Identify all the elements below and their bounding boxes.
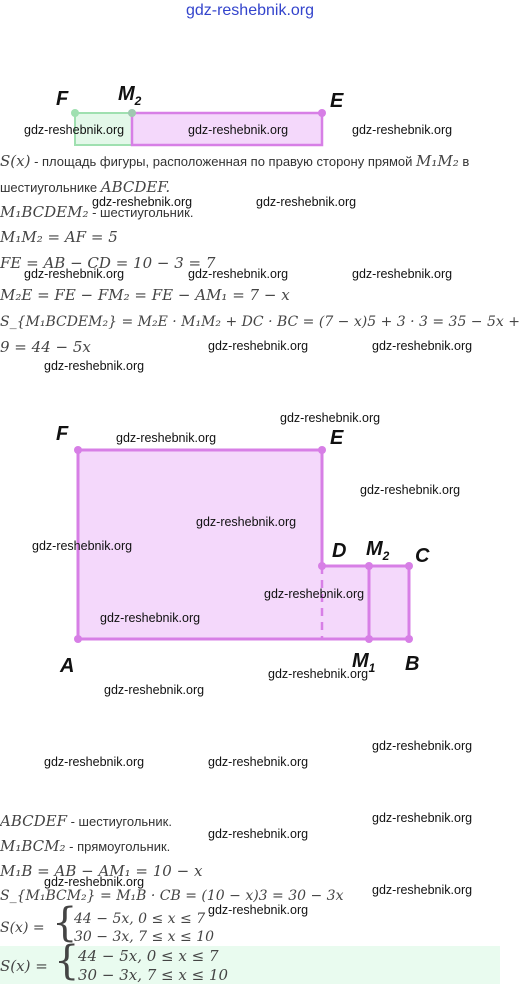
label-m2-1: M2 <box>118 83 142 108</box>
figure-1-green-rect <box>74 112 133 146</box>
label-c: C <box>415 545 430 567</box>
watermark: gdz-reshebnik.org <box>104 683 205 697</box>
text2-line4: S_{M₁BCM₂} = M₁B · CB = (10 − x)3 = 30 −… <box>0 888 344 904</box>
watermark: gdz-reshebnik.org <box>264 587 365 601</box>
point-e2 <box>318 446 326 454</box>
piecewise-2-highlight: S(x) = { 44 − 5x, 0 ≤ x ≤ 7 30 − 3x, 7 ≤… <box>0 938 500 984</box>
text1-line5: FE = AB − CD = 10 − 3 = 7 <box>0 254 216 272</box>
figure-1-pink-rect <box>130 111 324 147</box>
watermark: gdz-reshebnik.org <box>208 339 309 353</box>
watermark: gdz-reshebnik.org <box>188 123 289 137</box>
point-m2 <box>128 109 136 117</box>
text1-line1: S(x) - площадь фигуры, расположенная по … <box>0 152 470 170</box>
watermark: gdz-reshebnik.org <box>352 267 453 281</box>
watermark: gdz-reshebnik.org <box>100 611 201 625</box>
watermark: gdz-reshebnik.org <box>44 875 145 889</box>
site-header[interactable]: gdz-reshebnik.org <box>185 2 315 19</box>
text1-line3: M₁BCDEM₂ - шестиугольник. <box>0 203 194 221</box>
point-a <box>74 635 82 643</box>
watermark: gdz-reshebnik.org <box>44 359 145 373</box>
text2-line3: M₁B = AB − AM₁ = 10 − x <box>0 862 203 880</box>
label-b: B <box>405 653 420 675</box>
piecewise-1-brace: { <box>52 900 78 946</box>
watermark: gdz-reshebnik.org <box>256 195 357 209</box>
point-m1 <box>365 635 373 643</box>
text2-line1: ABCDEF - шестиугольник. <box>0 812 172 830</box>
watermark: gdz-reshebnik.org <box>116 431 217 445</box>
watermark: gdz-reshebnik.org <box>372 739 473 753</box>
label-m1: M1 <box>352 650 376 675</box>
text1-line2: шестиугольнике ABCDEF. <box>0 178 171 196</box>
watermark: gdz-reshebnik.org <box>32 539 133 553</box>
watermark: gdz-reshebnik.org <box>208 827 309 841</box>
piecewise-1-case1: 44 − 5x, 0 ≤ x ≤ 7 <box>74 911 206 927</box>
watermark: gdz-reshebnik.org <box>268 667 369 681</box>
text1-line8: 9 = 44 − 5x <box>0 338 91 356</box>
piecewise-1-lhs: S(x) = <box>0 920 45 936</box>
watermark: gdz-reshebnik.org <box>360 483 461 497</box>
point-m2-2 <box>365 562 373 570</box>
point-e <box>318 109 326 117</box>
piecewise-1: S(x) = { 44 − 5x, 0 ≤ x ≤ 7 30 − 3x, 7 ≤… <box>0 900 500 948</box>
watermark: gdz-reshebnik.org <box>196 515 297 529</box>
point-d <box>318 562 326 570</box>
figure-2 <box>74 446 413 643</box>
watermark: gdz-reshebnik.org <box>372 883 473 897</box>
watermark: gdz-reshebnik.org <box>352 123 453 137</box>
watermark: gdz-reshebnik.org <box>208 755 309 769</box>
watermark: gdz-reshebnik.org <box>372 339 473 353</box>
watermark: gdz-reshebnik.org <box>24 267 125 281</box>
label-e1: E <box>330 90 344 112</box>
point-f <box>71 109 79 117</box>
watermark: gdz-reshebnik.org <box>372 811 473 825</box>
piecewise-2-lhs: S(x) = <box>0 957 48 975</box>
watermark: gdz-reshebnik.org <box>280 411 381 425</box>
label-a: A <box>60 655 75 677</box>
watermark: gdz-reshebnik.org <box>44 755 145 769</box>
figure-1 <box>71 109 326 147</box>
piecewise-2-case2: 30 − 3x, 7 ≤ x ≤ 10 <box>78 966 229 984</box>
watermark: gdz-reshebnik.org <box>188 267 289 281</box>
text1-line4: M₁M₂ = AF = 5 <box>0 228 118 246</box>
piecewise-1-case2: 30 − 3x, 7 ≤ x ≤ 10 <box>74 929 215 945</box>
text2-line2: M₁BCM₂ - прямоугольник. <box>0 837 171 855</box>
text1-line7: S_{M₁BCDEM₂} = M₂E · M₁M₂ + DC · BC = (7… <box>0 314 520 330</box>
piecewise-2-brace: { <box>54 938 80 984</box>
label-d: D <box>332 540 347 562</box>
text1-line6: M₂E = FE − FM₂ = FE − AM₁ = 7 − x <box>0 286 290 304</box>
point-b <box>405 635 413 643</box>
watermark: gdz-reshebnik.org <box>92 195 193 209</box>
watermark: gdz-reshebnik.org <box>208 903 309 917</box>
watermark: gdz-reshebnik.org <box>24 123 125 137</box>
label-e2: E <box>330 427 344 449</box>
label-m2-2: M2 <box>366 538 390 563</box>
label-f2: F <box>56 423 69 445</box>
piecewise-2-case1: 44 − 5x, 0 ≤ x ≤ 7 <box>78 947 219 965</box>
label-f1: F <box>56 88 69 110</box>
point-f2 <box>74 446 82 454</box>
point-c <box>405 562 413 570</box>
